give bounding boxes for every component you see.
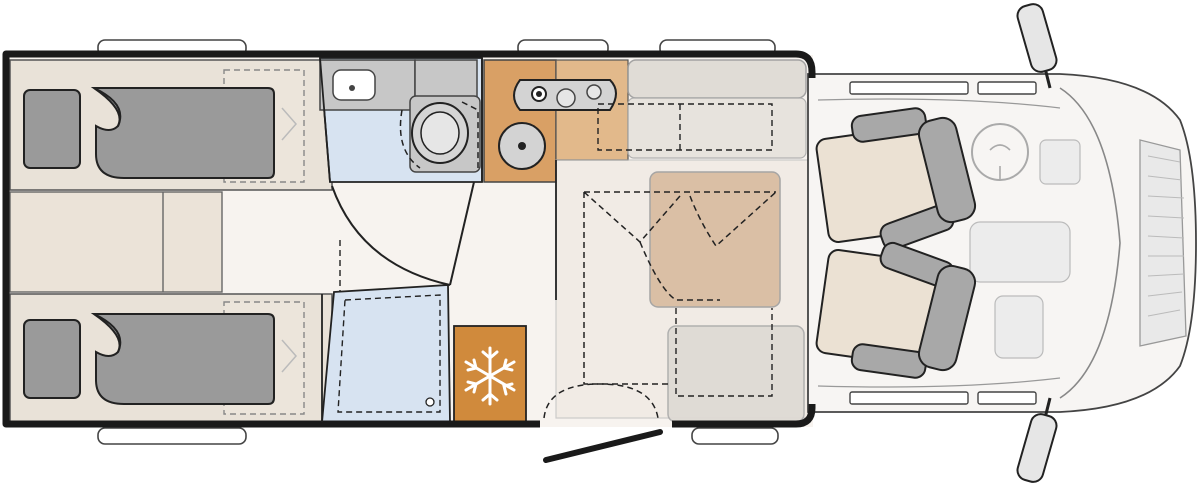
dashboard-pad-bottom: [994, 295, 1044, 359]
cab-seat-driver: [815, 107, 977, 251]
rear-step: [9, 191, 223, 293]
cab-window-left-rear: [977, 81, 1037, 95]
washroom-door: [331, 181, 475, 292]
armrest: [850, 107, 928, 143]
basin: [332, 69, 376, 101]
entrance-door[interactable]: [543, 429, 663, 463]
dinette-table: [649, 171, 781, 308]
snowflake-icon: [464, 346, 516, 406]
dashboard-pad-top: [1039, 139, 1081, 185]
burner-middle: [556, 88, 576, 108]
cab-seat-passenger: [815, 241, 977, 379]
pillow-icon: [23, 89, 81, 169]
wing-mirrors: [1016, 3, 1058, 483]
dashboard-console: [969, 221, 1071, 283]
fridge: [453, 325, 527, 423]
shower-drain: [425, 397, 435, 407]
blanket-icon: [90, 87, 275, 179]
interior-partitions: [319, 57, 557, 422]
bed-headrest-tip: [281, 107, 297, 141]
blanket-icon: [90, 313, 275, 405]
dinette: [543, 59, 809, 423]
toilet-seat: [420, 111, 460, 155]
outer-walls: [2, 50, 816, 428]
rear-bed-left: [9, 59, 333, 191]
bed-headrest-tip: [281, 339, 297, 373]
rear-bed-right: [9, 293, 333, 425]
bonnet-grille: [1139, 139, 1187, 347]
basin-drain: [349, 85, 355, 91]
seat-back: [917, 264, 977, 372]
pillow-icon: [23, 319, 81, 399]
mirror-right: [1016, 413, 1058, 483]
kitchen: [483, 59, 629, 183]
entrance-step: [543, 383, 659, 419]
cassette-toilet-unit: [414, 59, 478, 99]
dinette-backrest-top: [627, 59, 807, 99]
burner-rear: [586, 84, 602, 100]
washroom: [319, 57, 483, 183]
windscreen: [1059, 87, 1121, 399]
seat-back: [917, 116, 977, 224]
shower: [321, 284, 451, 423]
sink-drain: [518, 142, 526, 150]
cab-window-left: [849, 81, 969, 95]
window-bottom-rear: [97, 427, 247, 445]
window-bottom-dinette: [691, 427, 779, 445]
cab-window-right-rear: [977, 391, 1037, 405]
dinette-bench-top: [627, 97, 807, 159]
cab-floor-divider: [817, 98, 1061, 388]
cab-window-right: [849, 391, 969, 405]
dinette-bench-bottom: [667, 325, 805, 423]
mirror-left: [1016, 3, 1058, 73]
